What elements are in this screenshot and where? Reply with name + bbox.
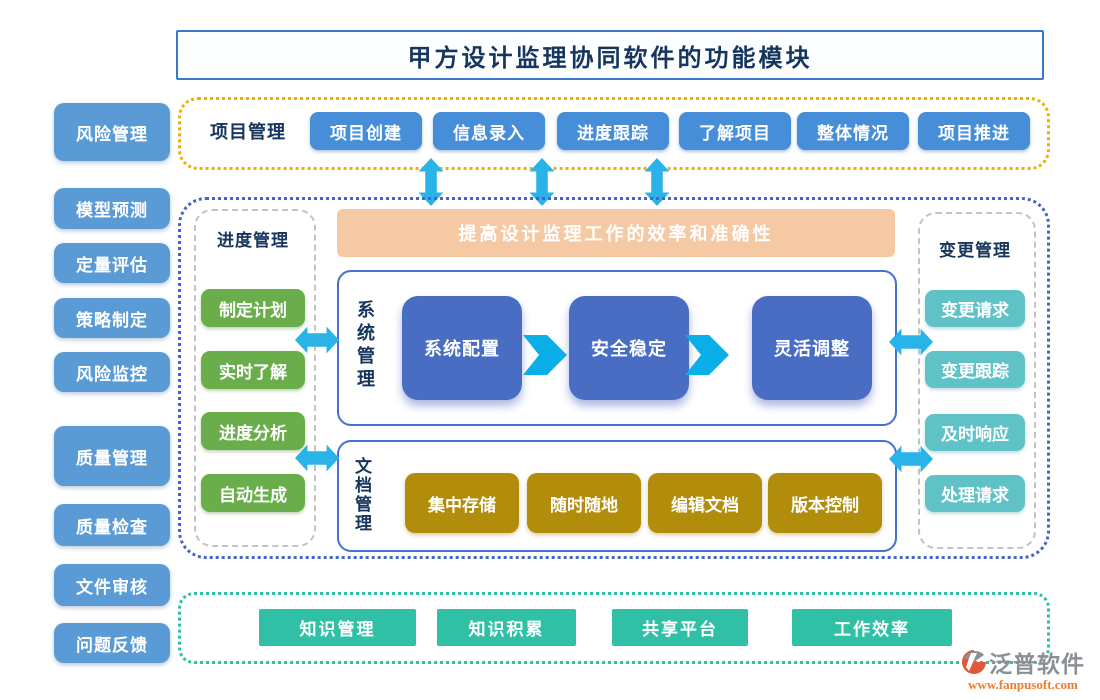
fanpu-logo-icon — [962, 650, 986, 674]
realtime-understanding-button[interactable]: 实时了解 — [201, 351, 305, 389]
double-arrow-vertical-icon — [644, 158, 670, 206]
handle-request-button[interactable]: 处理请求 — [925, 475, 1025, 512]
auto-generate-button[interactable]: 自动生成 — [201, 474, 305, 512]
make-plan-button[interactable]: 制定计划 — [201, 289, 305, 327]
vendor-url[interactable]: www.fanpusoft.com — [968, 677, 1078, 692]
project-management-section — [178, 97, 1050, 170]
info-entry-button[interactable]: 信息录入 — [433, 112, 545, 150]
core-modules-section — [178, 197, 1050, 559]
double-arrow-vertical-icon — [529, 158, 555, 206]
sidebar-item-risk-management[interactable]: 风险管理 — [54, 103, 170, 161]
page-title: 甲方设计监理协同软件的功能模块 — [407, 45, 813, 72]
progress-tracking-button[interactable]: 进度跟踪 — [557, 112, 669, 150]
vendor-name: 泛普软件 — [989, 652, 1085, 677]
benefit-banner: 提高设计监理工作的效率和准确性 — [337, 209, 895, 257]
double-arrow-horizontal-icon — [889, 445, 933, 473]
knowledge-management-button[interactable]: 知识管理 — [259, 609, 416, 646]
sidebar-item-quality-inspection[interactable]: 质量检查 — [54, 504, 170, 546]
overall-status-button[interactable]: 整体情况 — [797, 112, 909, 150]
progress-management-label: 进度管理 — [217, 231, 289, 250]
sidebar-item-file-review[interactable]: 文件审核 — [54, 564, 170, 606]
system-config-button[interactable]: 系统配置 — [402, 296, 522, 400]
flow-arrow-icon — [523, 335, 567, 375]
version-control-button[interactable]: 版本控制 — [768, 473, 882, 533]
edit-document-button[interactable]: 编辑文档 — [648, 473, 762, 533]
double-arrow-vertical-icon — [418, 158, 444, 206]
double-arrow-horizontal-icon — [889, 328, 933, 356]
change-management-label: 变更管理 — [939, 241, 1011, 260]
central-storage-button[interactable]: 集中存储 — [405, 473, 519, 533]
sidebar-item-strategy-formulation[interactable]: 策略制定 — [54, 298, 170, 338]
sidebar-item-quantitative-evaluation[interactable]: 定量评估 — [54, 243, 170, 283]
project-create-button[interactable]: 项目创建 — [310, 112, 422, 150]
knowledge-section — [178, 592, 1050, 664]
knowledge-accumulation-button[interactable]: 知识积累 — [437, 609, 576, 646]
title-box: 甲方设计监理协同软件的功能模块 — [176, 30, 1044, 80]
change-tracking-button[interactable]: 变更跟踪 — [925, 351, 1025, 388]
flow-arrow-icon — [685, 335, 729, 375]
sidebar-item-issue-feedback[interactable]: 问题反馈 — [54, 623, 170, 663]
sidebar-item-quality-management[interactable]: 质量管理 — [54, 426, 170, 486]
sharing-platform-button[interactable]: 共享平台 — [612, 609, 748, 646]
sidebar-item-risk-monitoring[interactable]: 风险监控 — [54, 352, 170, 392]
system-management-label: 系统管理 — [355, 300, 375, 392]
change-request-button[interactable]: 变更请求 — [925, 290, 1025, 327]
double-arrow-horizontal-icon — [295, 326, 339, 354]
document-management-label: 文档管理 — [352, 457, 371, 533]
double-arrow-horizontal-icon — [295, 444, 339, 472]
sidebar-item-model-prediction[interactable]: 模型预测 — [54, 188, 170, 229]
progress-management-group — [194, 209, 316, 547]
anytime-anywhere-button[interactable]: 随时随地 — [527, 473, 641, 533]
flexible-adjustment-button[interactable]: 灵活调整 — [752, 296, 872, 400]
change-management-group — [918, 212, 1036, 549]
work-efficiency-button[interactable]: 工作效率 — [792, 609, 952, 646]
timely-response-button[interactable]: 及时响应 — [925, 414, 1025, 451]
progress-analysis-button[interactable]: 进度分析 — [201, 412, 305, 450]
project-management-label: 项目管理 — [210, 121, 286, 142]
vendor-logo: 泛普软件 www.fanpusoft.com — [948, 645, 1098, 693]
project-advance-button[interactable]: 项目推进 — [918, 112, 1030, 150]
understand-project-button[interactable]: 了解项目 — [679, 112, 791, 150]
security-stability-button[interactable]: 安全稳定 — [569, 296, 689, 400]
